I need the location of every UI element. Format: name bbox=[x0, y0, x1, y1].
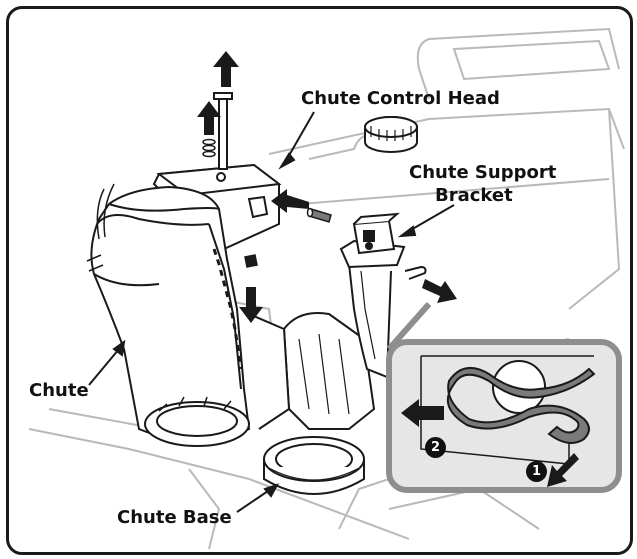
hairpin-clip bbox=[404, 265, 427, 280]
arrow-clip-down bbox=[239, 287, 263, 323]
chute-support-bracket bbox=[339, 212, 406, 269]
label-chute-support-bracket-line2: Bracket bbox=[435, 185, 513, 206]
step-2-badge: 2 bbox=[425, 437, 446, 458]
arrow-inset-down bbox=[547, 453, 579, 487]
arrow-inset-left bbox=[401, 399, 444, 427]
arrow-clip-out bbox=[422, 279, 457, 303]
support-bracket-arm bbox=[348, 263, 392, 379]
chute-base bbox=[263, 436, 365, 495]
arrow-washer-up bbox=[197, 101, 221, 135]
bolt bbox=[213, 92, 233, 170]
small-clip bbox=[244, 254, 258, 268]
label-chute-support-bracket-line1: Chute Support bbox=[409, 162, 557, 183]
chute-housing bbox=[248, 312, 376, 430]
step-1-badge: 1 bbox=[526, 461, 547, 482]
label-chute-base: Chute Base bbox=[117, 507, 232, 528]
snowblower-chute-illustration bbox=[28, 27, 625, 550]
arrow-bolt-up bbox=[213, 51, 239, 87]
label-chute-control-head: Chute Control Head bbox=[301, 88, 500, 109]
callout-leaders bbox=[88, 111, 455, 513]
hairpin-detail-inset bbox=[386, 302, 622, 493]
arrow-pin-left bbox=[271, 189, 309, 213]
chute-body bbox=[86, 183, 251, 447]
label-chute: Chute bbox=[29, 380, 89, 401]
washers bbox=[202, 138, 216, 158]
clevis-pin bbox=[306, 207, 332, 223]
fuel-cap bbox=[364, 116, 418, 153]
diagram-frame: Chute Control Head Chute Support Bracket… bbox=[6, 6, 633, 555]
